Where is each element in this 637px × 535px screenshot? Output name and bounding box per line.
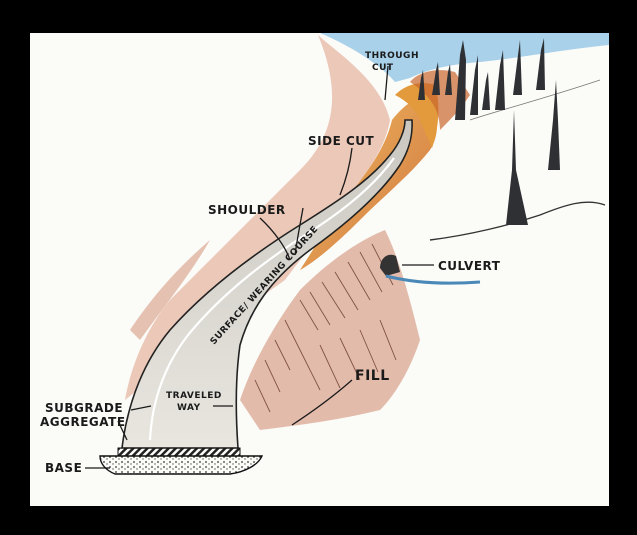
label-way: WAY <box>177 403 201 413</box>
label-aggregate: AGGREGATE <box>40 415 126 429</box>
label-base: BASE <box>45 461 82 475</box>
label-shoulder: SHOULDER <box>208 203 286 217</box>
drawing-paper: THROUGH CUT SIDE CUT SHOULDER SURFACE/ W… <box>30 33 609 506</box>
road-diagram: THROUGH CUT SIDE CUT SHOULDER SURFACE/ W… <box>30 33 609 506</box>
base-gravel <box>100 456 262 474</box>
label-side-cut: SIDE CUT <box>308 134 374 148</box>
label-traveled: TRAVELED <box>166 391 222 401</box>
label-through-cut-1: THROUGH <box>365 51 419 61</box>
label-through-cut-2: CUT <box>372 63 394 73</box>
label-culvert: CULVERT <box>438 259 501 273</box>
subgrade-hatch <box>118 448 240 456</box>
label-subgrade: SUBGRADE <box>45 401 123 415</box>
label-fill: FILL <box>355 368 390 384</box>
